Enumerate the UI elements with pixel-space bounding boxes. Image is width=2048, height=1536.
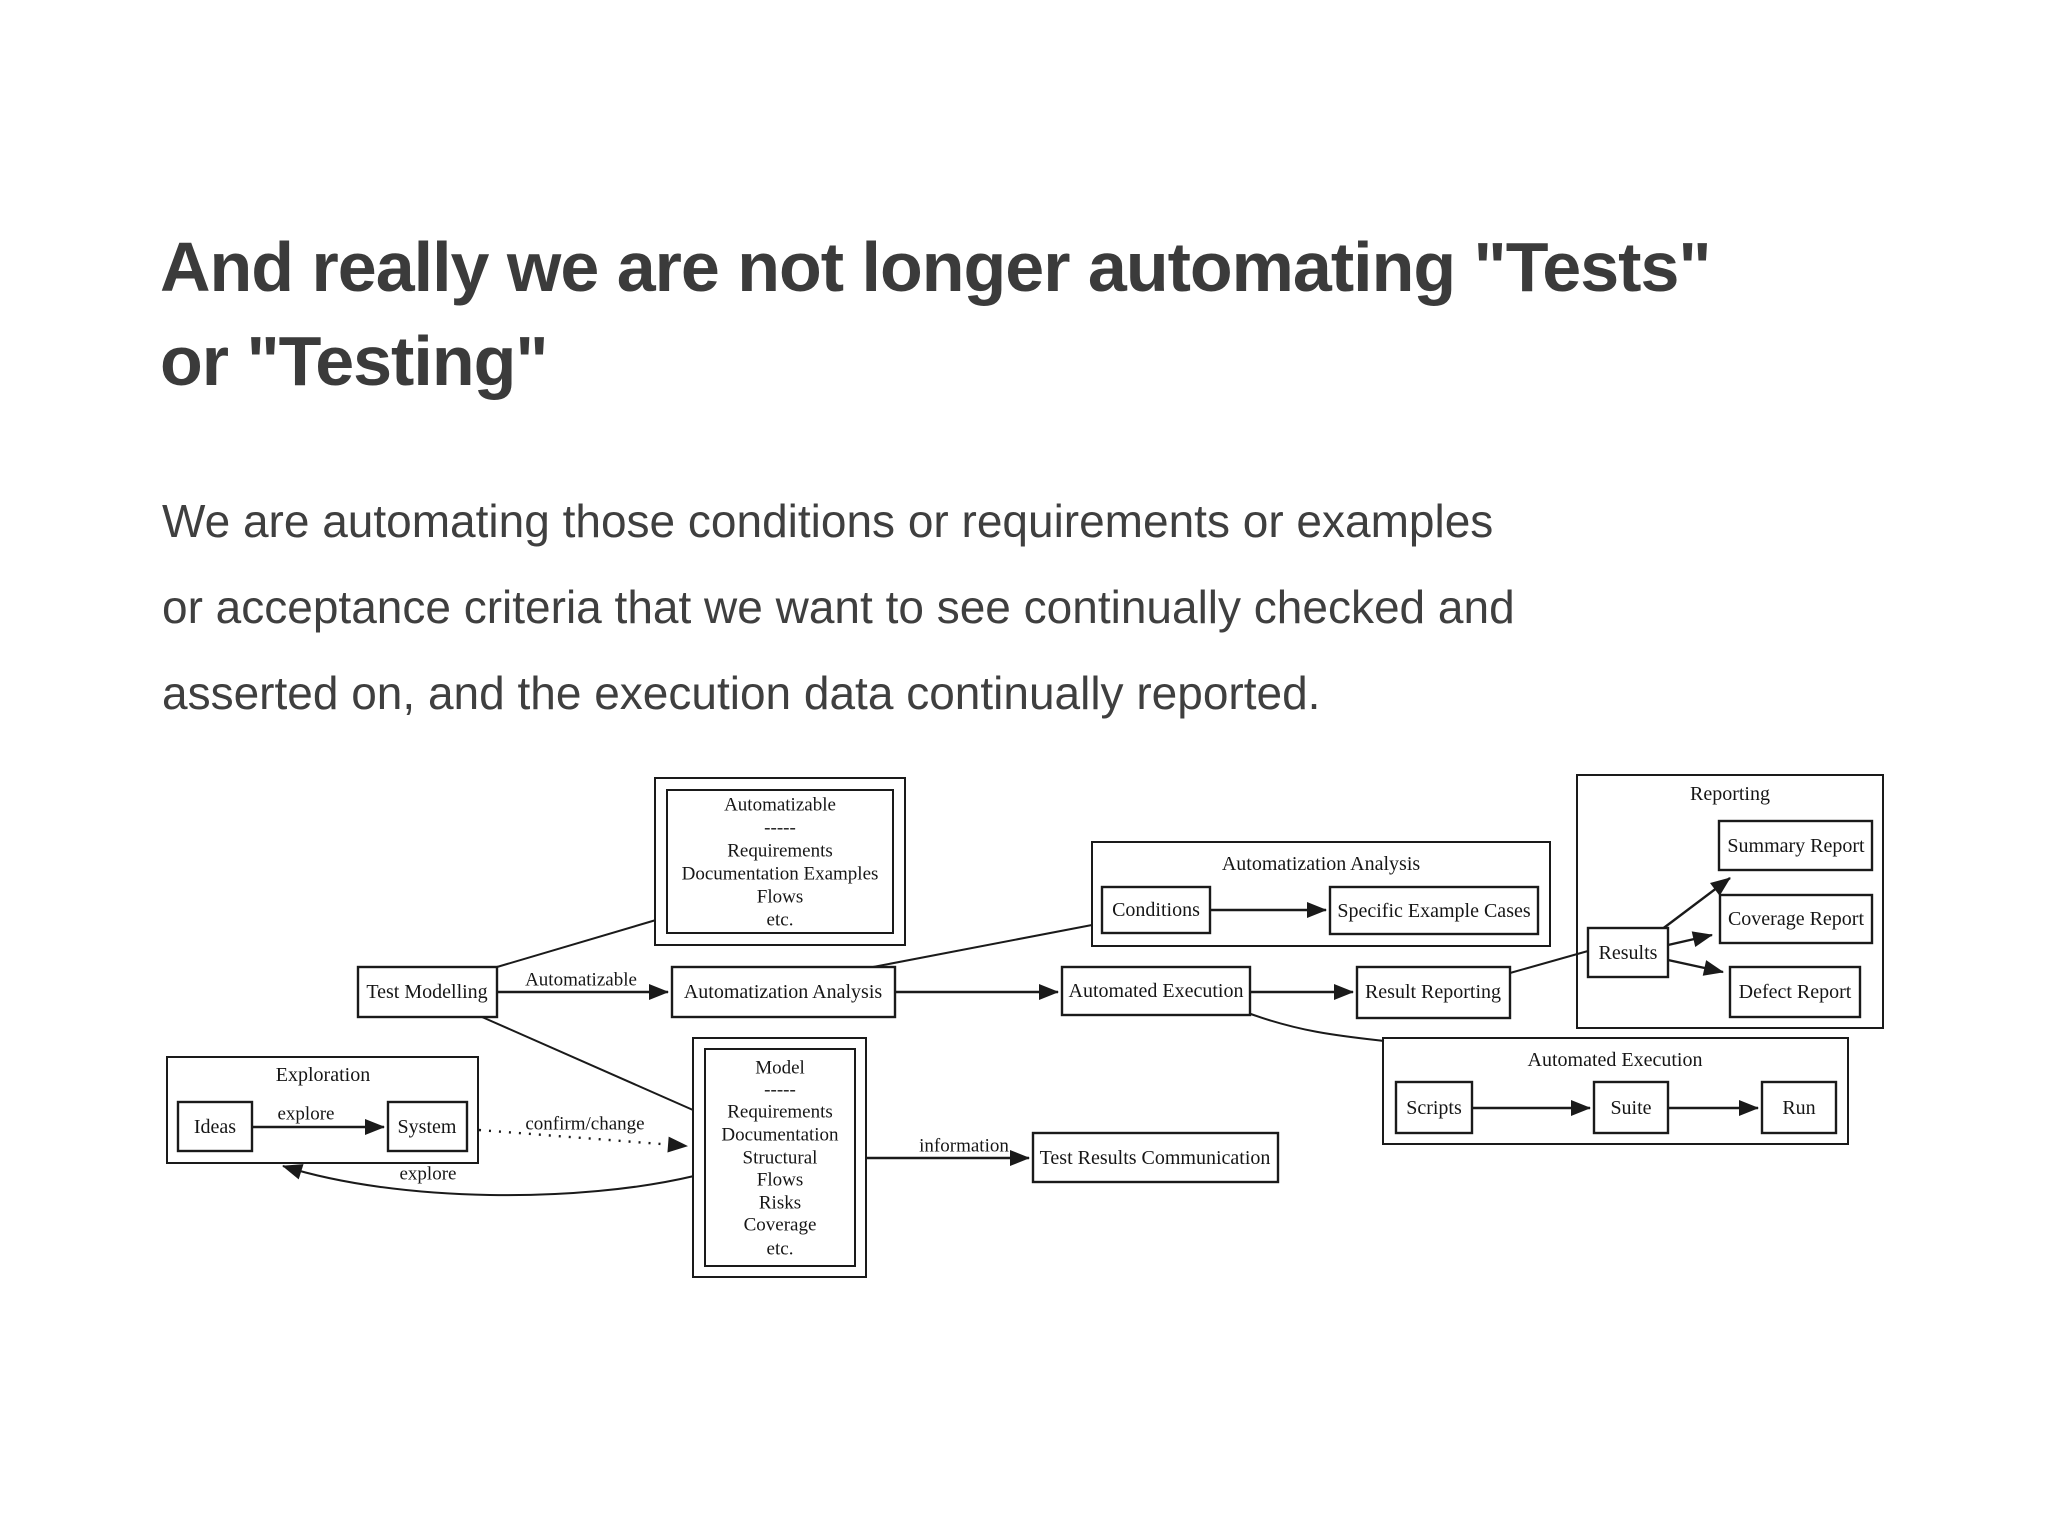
suite-label: Suite (1610, 1097, 1651, 1119)
conditions-box (1100, 885, 1212, 935)
diagram-text: Test Modelling Automatization Analysis A… (194, 783, 1865, 1260)
automatizable-line-2: ----- (764, 818, 796, 839)
automated-execution-box (1060, 965, 1252, 1017)
slide-body-line-1: We are automating those conditions or re… (162, 495, 1494, 547)
test-results-communication-box (1031, 1131, 1280, 1184)
containers (166, 774, 1884, 1164)
automatizable-line-5: Flows (757, 887, 803, 908)
slide-body-text: We are automating those conditions or re… (162, 478, 1515, 736)
slide-title: And really we are not longer automating … (160, 220, 1712, 408)
double-border-boxes (654, 777, 906, 1278)
results-box (1586, 926, 1670, 979)
ideas-label: Ideas (194, 1116, 236, 1138)
edge-label-explore-top: explore (278, 1104, 335, 1125)
reporting-container (1576, 774, 1884, 1029)
analysis-container-title: Automatization Analysis (1222, 853, 1421, 875)
arrow-results-coverage (1667, 931, 1713, 948)
result-reporting-box (1355, 965, 1512, 1020)
automatizable-line-6: etc. (767, 910, 794, 931)
system-label: System (398, 1116, 457, 1138)
specific-example-cases-label: Specific Example Cases (1337, 900, 1530, 922)
model-line-6: Flows (757, 1170, 803, 1191)
automatizable-line-1: Automatizable (724, 795, 836, 816)
edge-label-explore-return: explore (400, 1164, 457, 1185)
model-line-2: ----- (764, 1080, 796, 1101)
model-box-inner (704, 1048, 856, 1267)
automatization-analysis-container (1091, 841, 1551, 947)
automatization-analysis-box (670, 965, 897, 1019)
model-line-4: Documentation (721, 1125, 839, 1146)
execution-container-title: Automated Execution (1528, 1049, 1703, 1071)
result-reporting-label: Result Reporting (1365, 981, 1501, 1003)
automatizable-line-4: Documentation Examples (682, 864, 879, 885)
coverage-report-box (1718, 893, 1874, 945)
scripts-box (1394, 1080, 1474, 1135)
summary-report-label: Summary Report (1727, 835, 1865, 857)
slide-body-line-2: or acceptance criteria that we want to s… (162, 581, 1515, 633)
defect-report-box (1728, 965, 1862, 1019)
automated-execution-container (1382, 1037, 1849, 1145)
results-label: Results (1599, 942, 1658, 964)
reporting-container-title: Reporting (1690, 783, 1770, 805)
defect-report-label: Defect Report (1739, 981, 1852, 1003)
exploration-container (166, 1056, 479, 1164)
edge-testmodelling-automatizable (496, 919, 657, 968)
run-box (1760, 1080, 1838, 1135)
edge-label-automatizable: Automatizable (525, 970, 637, 991)
ideas-box (176, 1100, 254, 1153)
edge-label-confirm-change: confirm/change (525, 1114, 644, 1135)
edge-testmodelling-model (481, 1016, 694, 1111)
conditions-label: Conditions (1112, 899, 1200, 921)
model-line-9: etc. (767, 1239, 794, 1260)
summary-report-box (1717, 819, 1874, 872)
automatizable-box-outer (654, 777, 906, 946)
run-label: Run (1782, 1097, 1815, 1119)
arrows (252, 877, 1759, 1197)
connector-lines (481, 919, 1589, 1111)
coverage-report-label: Coverage Report (1728, 908, 1865, 930)
test-modelling-label: Test Modelling (366, 981, 487, 1003)
automatization-analysis-label: Automatization Analysis (684, 981, 883, 1003)
automatizable-box-inner (666, 789, 894, 934)
model-line-7: Risks (759, 1193, 801, 1214)
automatizable-line-3: Requirements (727, 841, 833, 862)
test-results-communication-label: Test Results Communication (1040, 1147, 1271, 1169)
model-line-3: Requirements (727, 1102, 833, 1123)
model-box-outer (692, 1037, 867, 1278)
slide-title-line-2: or "Testing" (160, 322, 549, 400)
suite-box (1592, 1080, 1670, 1135)
system-box (386, 1100, 469, 1153)
edge-analysis-to-container (872, 924, 1093, 968)
model-line-1: Model (755, 1058, 805, 1079)
arrow-results-defect (1667, 958, 1724, 976)
arrow-results-summary (1660, 877, 1731, 931)
model-line-5: Structural (743, 1148, 818, 1169)
edge-resultreporting-results (1509, 950, 1589, 974)
model-line-8: Coverage (744, 1215, 817, 1236)
edge-execution-to-container (1247, 1012, 1385, 1042)
edge-label-information: information (919, 1136, 1009, 1157)
specific-example-cases-box (1328, 885, 1540, 936)
slide-body-line-3: asserted on, and the execution data cont… (162, 667, 1321, 719)
exploration-container-title: Exploration (276, 1064, 370, 1086)
slide-title-line-1: And really we are not longer automating … (160, 228, 1712, 306)
automated-execution-label: Automated Execution (1069, 980, 1244, 1002)
scripts-label: Scripts (1406, 1097, 1462, 1119)
node-boxes (176, 819, 1874, 1184)
test-modelling-box (356, 965, 499, 1019)
arrow-explore-return-curve (282, 1164, 695, 1197)
